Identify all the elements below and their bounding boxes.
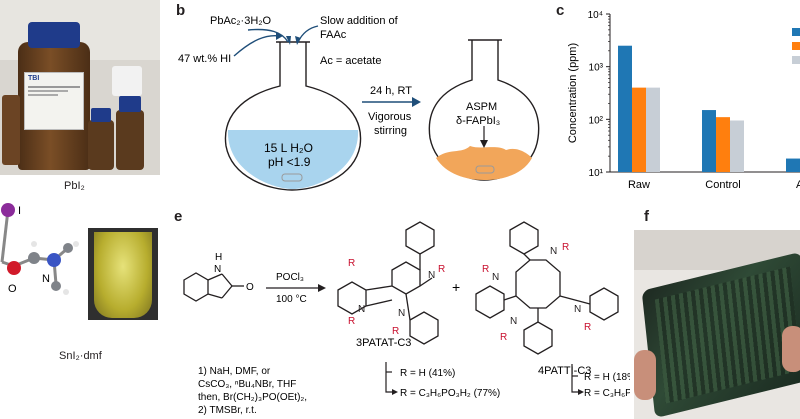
reaction-flask [224, 42, 362, 191]
y-axis-label: Concentration (ppm) [567, 43, 579, 143]
atom-label-o: O [8, 283, 17, 295]
volume-text: 15 L H₂O [264, 141, 313, 155]
y-tick-label: 10³ [589, 63, 604, 74]
r2-c-yield: R = C₃H₆PO₃H₂ (70%) [584, 388, 630, 399]
carbon-atom [28, 252, 40, 264]
panel-label-e: e [174, 208, 183, 225]
step1-line2: CsCO₃, ⁿBu₄NBr, THF [198, 379, 296, 390]
small-bottle [88, 120, 114, 170]
svg-text:N: N [492, 272, 499, 283]
flask-liquid [227, 130, 359, 189]
svg-text:N: N [428, 270, 435, 281]
svg-text:R: R [348, 316, 355, 327]
panel-label-f: f [644, 208, 649, 225]
vigorous-text: Vigorous [368, 111, 412, 123]
aspm-text: ASPM [466, 101, 497, 113]
pbi2-label: PbI₂ [64, 180, 85, 192]
bar [646, 87, 660, 172]
iodine-atom [1, 203, 15, 217]
x-tick-label: ASP [796, 179, 800, 191]
step1-line1: 1) NaH, DMF, or [198, 366, 271, 377]
oxygen-atom [7, 261, 21, 275]
4patti-structure [475, 221, 619, 355]
small-bottle [116, 110, 144, 170]
svg-text:R: R [584, 322, 591, 333]
svg-text:N: N [550, 246, 557, 257]
bar [786, 158, 800, 172]
acetate-definition: Ac = acetate [320, 55, 381, 67]
legend-swatch [792, 28, 800, 36]
svg-text:R: R [392, 326, 399, 337]
3patat-structure [337, 221, 439, 345]
r1-h-yield: R = H (41%) [400, 368, 455, 379]
condition-100c: 100 °C [276, 294, 307, 305]
panel-label-b: b [176, 2, 186, 19]
product2-label: 4PATTI-C3 [538, 365, 591, 377]
svg-text:R: R [348, 258, 355, 269]
ph-text: pH <1.9 [268, 155, 311, 169]
atom-h: H [215, 252, 222, 263]
svg-text:N: N [358, 304, 365, 315]
r2-h-yield: R = H (18%) [584, 372, 630, 383]
atom-label-n: N [42, 273, 50, 285]
atom-n: N [214, 264, 221, 275]
y-tick-label: 10¹ [589, 168, 604, 179]
reagent-pbac2: PbAc₂·3H₂O [210, 15, 272, 27]
time-text: 24 h, RT [370, 85, 412, 97]
svg-text:R: R [500, 332, 507, 343]
reagent-pocl3: POCl₃ [276, 272, 304, 283]
bar [702, 110, 716, 172]
bar [716, 117, 730, 172]
bar [730, 120, 744, 172]
slow-addition-text: Slow addition of [320, 15, 399, 27]
atom-o: O [246, 282, 254, 293]
y-tick-label: 10² [589, 115, 604, 126]
addition-arrow-hi [233, 34, 281, 57]
plus-sign: + [452, 279, 460, 295]
x-tick-label: Raw [628, 179, 650, 191]
nitrogen-atom [47, 253, 61, 267]
panel-b-synthesis-diagram: PbAc₂·3H₂O Slow addition of FAAc 47 wt.%… [178, 15, 540, 191]
legend-swatch [792, 56, 800, 64]
svg-text:N: N [398, 308, 405, 319]
legend-swatch [792, 42, 800, 50]
addition-arrow-left [247, 28, 289, 43]
bar [618, 45, 632, 172]
hi-text: 47 wt.% HI [178, 53, 231, 65]
sni2-molecule-model: I O N [0, 203, 79, 295]
r1-c-yield: R = C₃H₆PO₃H₂ (77%) [400, 388, 500, 399]
bottle-badge: TBI [28, 75, 40, 82]
addition-arrow-right [297, 25, 319, 43]
svg-text:N: N [574, 304, 581, 315]
svg-text:N: N [510, 316, 517, 327]
svg-text:R: R [562, 242, 569, 253]
large-bottle-label: TBI [24, 72, 84, 130]
panel-e-synthesis-scheme: N H O POCl₃ 100 °C N R N R N R R 3PATAT-… [183, 221, 630, 416]
x-tick-label: Control [705, 179, 740, 191]
step2-text: 2) TMSBr, r.t. [198, 405, 257, 416]
sni2-tube-photo [88, 228, 158, 320]
aspm-precipitate [436, 146, 532, 180]
panel-label-c: c [556, 2, 565, 19]
hand [634, 350, 656, 400]
flexible-module-photo [634, 230, 800, 419]
flexible-solar-module [641, 251, 800, 419]
pbi2-photo: TBI [0, 0, 160, 175]
y-tick-label: 10⁴ [588, 10, 603, 21]
bar [632, 87, 646, 172]
product-text: δ-FAPbI₃ [456, 115, 500, 127]
r-group: R [438, 264, 445, 275]
atom-label-i: I [18, 205, 21, 217]
faac-text: FAAc [320, 29, 347, 41]
stirring-text: stirring [374, 125, 407, 137]
sni2-label: SnI₂·dmf [59, 350, 102, 362]
step1-line3: then, Br(CH₂)₃PO(OEt)₂, [198, 392, 307, 403]
product1-label: 3PATAT-C3 [356, 337, 411, 349]
svg-text:R: R [482, 264, 489, 275]
concentration-bar-chart: 10¹ 10² 10³ 10⁴ Concentration (ppm) Raw Contro… [567, 10, 800, 191]
large-bottle-cap [28, 22, 80, 48]
oxindole-structure [183, 272, 244, 302]
